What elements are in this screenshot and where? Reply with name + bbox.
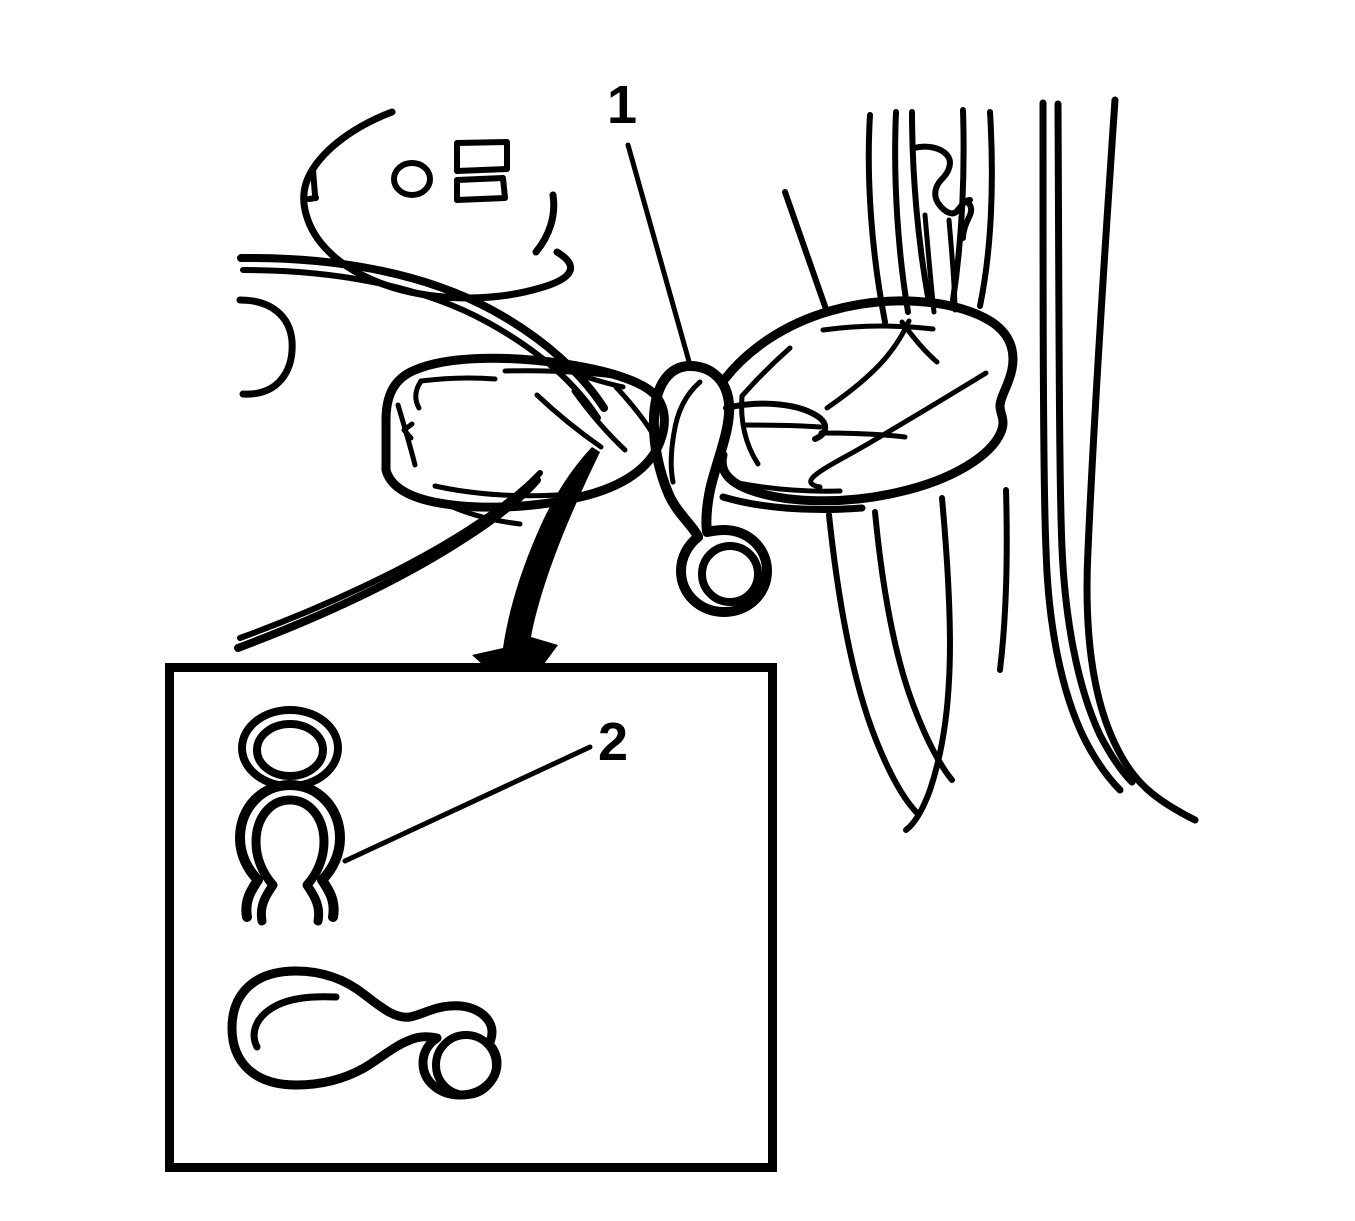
pillar-inner-1 <box>922 212 937 315</box>
callout-leaders <box>342 142 693 864</box>
callout-label-1: 1 <box>607 75 638 135</box>
sill-line-2 <box>1054 100 1136 786</box>
boot-right-crease-9 <box>818 430 908 440</box>
ball-stud-detail-crease <box>250 993 340 1051</box>
boot-right-crease-4 <box>824 373 871 411</box>
sill-line-3 <box>1083 96 1199 824</box>
boot-leader-line <box>782 189 830 315</box>
retaining-clip-inner <box>251 795 329 926</box>
retaining-clip <box>235 780 345 926</box>
boot-left-crease-4 <box>401 421 415 441</box>
panel-access-hole <box>391 160 433 198</box>
ball-stud-ball <box>698 542 762 606</box>
boot-left <box>381 353 669 512</box>
boot-right-crease-3 <box>865 318 912 379</box>
boot-right-crease-1 <box>820 323 936 333</box>
ball-stud <box>648 361 772 617</box>
boot-right-socket <box>723 400 829 442</box>
scene-group <box>234 96 1199 833</box>
floor-line-left-3 <box>903 495 954 833</box>
boot-right-crease-8 <box>808 442 869 490</box>
o-ring-inner <box>253 720 327 780</box>
boot-left-crease-9 <box>613 384 654 434</box>
boot-right-crease-11 <box>735 480 843 494</box>
boot-left-crease-2 <box>413 378 424 411</box>
panel-notch <box>306 167 319 202</box>
panel-slot-lower <box>454 175 508 203</box>
boot-right <box>717 296 1018 506</box>
boot-left-crease-8 <box>571 388 628 453</box>
sill-line-1 <box>1039 99 1124 794</box>
boot-left-crease-7 <box>534 392 604 450</box>
ball-stud-detail <box>227 966 502 1100</box>
floor-line-right-base <box>997 487 1010 673</box>
pillar-line-2 <box>892 109 911 315</box>
boot-left-crease-1 <box>418 375 498 384</box>
boot-left-crease-11 <box>445 502 523 527</box>
carpet-sweep-outer <box>234 476 541 652</box>
detail-inset-box <box>165 663 777 1172</box>
pillar-clip-detail-2 <box>960 197 975 241</box>
pillar-inner-2 <box>946 217 958 313</box>
ball-stud-inner-crease <box>668 379 703 485</box>
removal-direction-arrow <box>472 447 600 698</box>
floor-arc-left <box>236 296 296 398</box>
boot-right-crease-5 <box>739 345 793 399</box>
panel-slot-upper <box>454 139 510 174</box>
boot-left-crease-10 <box>432 483 575 499</box>
trim-panel-underside-right <box>532 191 558 256</box>
floor-line-left <box>826 512 921 817</box>
pillar-line-5 <box>977 109 995 309</box>
pillar-line-1 <box>865 112 888 325</box>
boot-right-lower-edge <box>719 493 866 514</box>
retaining-clip-outer <box>235 780 345 922</box>
callout-label-2: 2 <box>598 712 629 772</box>
ball-stud-detail-outline <box>227 966 502 1100</box>
boot-right-crease-10 <box>741 422 823 430</box>
pillar-line-3 <box>909 109 932 305</box>
ball-stud-detail-ball <box>432 1031 500 1099</box>
carpet-edge-inner <box>240 267 601 421</box>
leader-line-2 <box>342 744 593 864</box>
leader-line-1 <box>625 142 693 368</box>
pillar-clip-detail <box>911 143 973 217</box>
